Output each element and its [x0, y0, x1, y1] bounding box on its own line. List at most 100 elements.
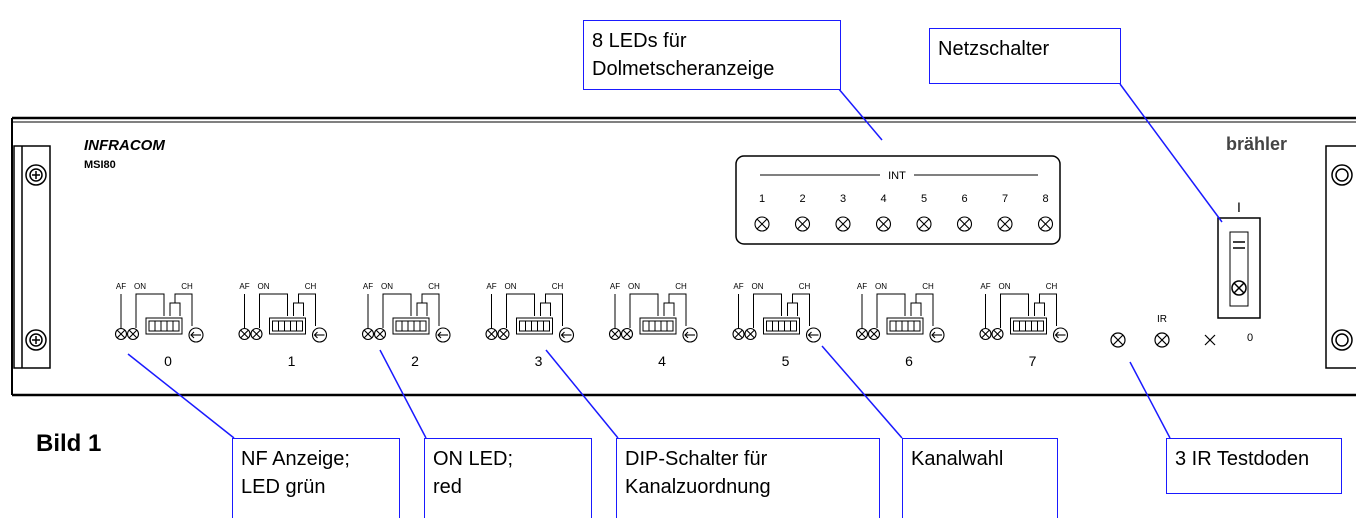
channel-number: 7: [1029, 353, 1037, 369]
callout-kanal: Kanalwahl: [902, 438, 1058, 518]
int-led-number: 8: [1042, 193, 1048, 205]
bracket-lines: [985, 293, 1057, 328]
ir-test-diodes: [1110, 332, 1216, 348]
channel-select-knob[interactable]: [805, 327, 822, 343]
bracket-lines: [367, 293, 440, 328]
on-label: ON: [999, 282, 1011, 291]
led-icon: [867, 327, 881, 341]
ch-label: CH: [305, 282, 317, 291]
ch-label: CH: [428, 282, 440, 291]
int-led-number: 7: [1002, 193, 1008, 205]
led-icon: [835, 216, 851, 232]
bracket-lines: [491, 293, 563, 328]
led-icon: [361, 327, 375, 341]
led-icon: [732, 327, 745, 341]
dip-switch[interactable]: [639, 317, 677, 335]
int-label: INT: [888, 170, 906, 182]
ch-label: CH: [1046, 282, 1058, 291]
ch-label: CH: [799, 282, 811, 291]
callout-nf: NF Anzeige; LED grün: [232, 438, 400, 518]
led-icon: [744, 327, 757, 341]
channel-number: 6: [905, 353, 913, 369]
on-label: ON: [875, 282, 887, 291]
ir-label: IR: [1157, 314, 1167, 325]
af-label: AF: [239, 282, 249, 291]
int-led-number: 5: [921, 193, 927, 205]
bracket-lines: [738, 293, 810, 328]
channel-select-knob[interactable]: [435, 327, 451, 343]
brand-infracom: INFRACOM: [84, 137, 165, 154]
int-led-number: 6: [961, 193, 967, 205]
led-icon: [485, 327, 498, 341]
led-icon: [620, 327, 634, 341]
channel-select-knob[interactable]: [558, 327, 575, 343]
dip-switch[interactable]: [1010, 317, 1047, 335]
channel-select-knob[interactable]: [188, 327, 204, 343]
int-led-number: 3: [840, 193, 846, 205]
on-label: ON: [258, 282, 270, 291]
callout-dip: DIP-Schalter für Kanalzuordnung: [616, 438, 880, 518]
on-label: ON: [752, 282, 764, 291]
model-label: MSI80: [84, 159, 116, 171]
bracket-lines: [244, 293, 316, 328]
int-led-number: 1: [759, 193, 765, 205]
callout-ir: 3 IR Testdoden: [1166, 438, 1342, 494]
led-icon: [497, 327, 510, 341]
led-icon: [1037, 216, 1054, 232]
callout-leds: 8 LEDs für Dolmetscheranzeige: [583, 20, 841, 90]
int-led-number: 2: [799, 193, 805, 205]
ch-label: CH: [922, 282, 934, 291]
switch-off-mark: 0: [1247, 332, 1253, 344]
rack-screw-icon: [25, 164, 47, 186]
dip-switch[interactable]: [392, 317, 430, 335]
channel-select-knob[interactable]: [682, 327, 698, 343]
ir-led-icon: [1154, 332, 1170, 348]
led-icon: [997, 216, 1013, 232]
on-label: ON: [505, 282, 517, 291]
channel-number: 5: [782, 353, 790, 369]
channel-select-knob[interactable]: [1052, 327, 1069, 343]
on-label: ON: [628, 282, 640, 291]
led-icon: [794, 216, 811, 232]
channel-number: 1: [288, 353, 296, 369]
rack-screw-icon: [25, 329, 47, 351]
channel-select-knob[interactable]: [311, 327, 328, 343]
switch-on-mark: I: [1237, 199, 1241, 215]
figure-label: Bild 1: [36, 430, 102, 457]
callout-power: Netzschalter: [929, 28, 1121, 84]
channel-number: 4: [658, 353, 666, 369]
bracket-lines: [120, 293, 193, 328]
af-label: AF: [363, 282, 373, 291]
led-icon: [754, 216, 770, 232]
af-label: AF: [486, 282, 496, 291]
channel-module: AF ON CH 1: [238, 282, 328, 369]
af-label: AF: [733, 282, 743, 291]
power-lamp-icon: [1231, 280, 1247, 296]
channel-number: 2: [411, 353, 419, 369]
on-label: ON: [381, 282, 393, 291]
led-icon: [855, 327, 869, 341]
led-icon: [916, 216, 932, 232]
channel-module: AF ON CH 4: [608, 282, 698, 369]
led-icon: [373, 327, 387, 341]
bracket-lines: [861, 293, 934, 328]
led-icon: [250, 327, 263, 341]
ch-label: CH: [675, 282, 687, 291]
dip-switch[interactable]: [886, 317, 924, 335]
callout-on-led: ON LED; red: [424, 438, 592, 518]
dip-switch[interactable]: [516, 317, 553, 335]
channel-module: AF ON CH 5: [732, 282, 822, 369]
dip-switch[interactable]: [269, 317, 306, 335]
af-label: AF: [610, 282, 620, 291]
dip-switch[interactable]: [763, 317, 800, 335]
led-icon: [114, 327, 128, 341]
rack-screw-icon: [1331, 329, 1353, 351]
dip-switch[interactable]: [145, 317, 183, 335]
right-rack-ear: [1325, 145, 1356, 369]
power-switch[interactable]: [1217, 217, 1261, 319]
channel-select-knob[interactable]: [929, 327, 945, 343]
led-icon: [956, 216, 973, 232]
panel-body: [11, 116, 1356, 397]
